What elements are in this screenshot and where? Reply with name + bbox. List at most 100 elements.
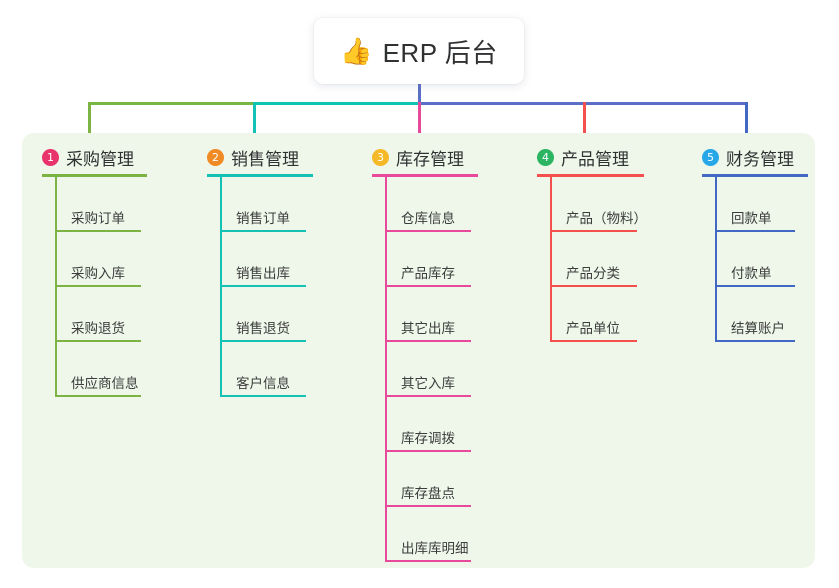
- bus-segment-blue: [418, 102, 747, 105]
- leaf-item[interactable]: 结算账户: [715, 287, 808, 342]
- leaf-underline: [385, 560, 471, 562]
- leaf-list: 回款单付款单结算账户: [715, 177, 808, 342]
- leaf-underline: [715, 230, 795, 232]
- leaf-label: 库存调拨: [401, 431, 455, 446]
- leaf-item[interactable]: 采购订单: [55, 177, 147, 232]
- category-underline: [372, 174, 478, 177]
- leaf-underline: [220, 285, 306, 287]
- leaf-item[interactable]: 产品（物料）: [550, 177, 647, 232]
- category-column-产品管理: 4 产品管理产品（物料） 产品分类产品单位: [537, 145, 647, 342]
- leaf-underline: [55, 285, 141, 287]
- leaf-spine: [715, 177, 717, 342]
- category-underline: [702, 174, 808, 177]
- leaf-underline: [385, 395, 471, 397]
- drop-connector-4: [583, 102, 586, 140]
- root-title: ERP 后台: [382, 37, 498, 68]
- category-column-财务管理: 5 财务管理回款单付款单结算账户: [702, 145, 808, 342]
- leaf-item[interactable]: 库存盘点: [385, 452, 478, 507]
- category-header[interactable]: 4 产品管理: [537, 145, 647, 169]
- leaf-label: 出库库明细: [401, 541, 469, 556]
- leaf-list: 销售订单销售出库销售退货客户信息: [220, 177, 313, 397]
- category-underline: [207, 174, 313, 177]
- category-number-badge: 4: [537, 148, 554, 166]
- drop-connector-3: [418, 102, 421, 140]
- category-header[interactable]: 3 库存管理: [372, 145, 478, 169]
- leaf-item[interactable]: 库存调拨: [385, 397, 478, 452]
- leaf-label: 产品单位: [566, 321, 620, 336]
- category-title: 采购管理: [66, 149, 134, 169]
- leaf-item[interactable]: 其它入库: [385, 342, 478, 397]
- leaf-label: 销售订单: [236, 211, 290, 226]
- category-title: 财务管理: [726, 149, 794, 169]
- leaf-underline: [385, 340, 471, 342]
- leaf-label: 销售出库: [236, 266, 290, 281]
- leaf-spine: [385, 177, 387, 562]
- leaf-item[interactable]: 销售出库: [220, 232, 313, 287]
- category-title: 产品管理: [561, 149, 629, 169]
- bus-segment-teal: [253, 102, 420, 105]
- trunk-connector: [418, 84, 421, 104]
- leaf-label: 采购入库: [71, 266, 125, 281]
- leaf-spine: [55, 177, 57, 397]
- leaf-label: 客户信息: [236, 376, 290, 391]
- leaf-item[interactable]: 采购退货: [55, 287, 147, 342]
- category-column-库存管理: 3 库存管理仓库信息产品库存其它出库其它入库库存调拨库存盘点出库库明细: [372, 145, 478, 562]
- leaf-underline: [715, 340, 795, 342]
- leaf-spine: [220, 177, 222, 397]
- leaf-item[interactable]: 回款单: [715, 177, 808, 232]
- category-underline: [537, 174, 644, 177]
- category-title: 库存管理: [396, 149, 464, 169]
- bus-segment-green: [88, 102, 255, 105]
- leaf-underline: [55, 395, 141, 397]
- leaf-label: 付款单: [731, 266, 772, 281]
- category-number-badge: 3: [372, 148, 389, 166]
- leaf-label: 产品（物料）: [566, 211, 647, 226]
- leaf-list: 产品（物料） 产品分类产品单位: [550, 177, 647, 342]
- leaf-underline: [220, 340, 306, 342]
- leaf-label: 其它出库: [401, 321, 455, 336]
- leaf-underline: [550, 285, 637, 287]
- leaf-underline: [715, 285, 795, 287]
- leaf-underline: [220, 395, 306, 397]
- leaf-item[interactable]: 销售订单: [220, 177, 313, 232]
- category-number-badge: 5: [702, 148, 719, 166]
- leaf-label: 供应商信息: [71, 376, 139, 391]
- root-node-card[interactable]: 👍 ERP 后台: [314, 18, 524, 84]
- leaf-item[interactable]: 其它出库: [385, 287, 478, 342]
- leaf-label: 库存盘点: [401, 486, 455, 501]
- leaf-item[interactable]: 出库库明细: [385, 507, 478, 562]
- category-title: 销售管理: [231, 149, 299, 169]
- leaf-item[interactable]: 销售退货: [220, 287, 313, 342]
- leaf-item[interactable]: 产品库存: [385, 232, 478, 287]
- leaf-item[interactable]: 产品单位: [550, 287, 647, 342]
- drop-connector-5: [745, 102, 748, 140]
- leaf-item[interactable]: 产品分类: [550, 232, 647, 287]
- leaf-label: 采购退货: [71, 321, 125, 336]
- leaf-item[interactable]: 付款单: [715, 232, 808, 287]
- leaf-underline: [550, 340, 637, 342]
- leaf-underline: [220, 230, 306, 232]
- leaf-label: 产品分类: [566, 266, 620, 281]
- leaf-item[interactable]: 客户信息: [220, 342, 313, 397]
- leaf-underline: [550, 230, 637, 232]
- leaf-list: 采购订单采购入库采购退货供应商信息: [55, 177, 147, 397]
- leaf-label: 其它入库: [401, 376, 455, 391]
- category-underline: [42, 174, 147, 177]
- leaf-item[interactable]: 仓库信息: [385, 177, 478, 232]
- leaf-item[interactable]: 供应商信息: [55, 342, 147, 397]
- diagram-panel: [22, 133, 815, 568]
- leaf-label: 销售退货: [236, 321, 290, 336]
- leaf-underline: [55, 340, 141, 342]
- leaf-underline: [385, 505, 471, 507]
- leaf-item[interactable]: 采购入库: [55, 232, 147, 287]
- leaf-underline: [385, 285, 471, 287]
- leaf-label: 产品库存: [401, 266, 455, 281]
- leaf-label: 采购订单: [71, 211, 125, 226]
- leaf-spine: [550, 177, 552, 342]
- category-header[interactable]: 5 财务管理: [702, 145, 808, 169]
- leaf-label: 仓库信息: [401, 211, 455, 226]
